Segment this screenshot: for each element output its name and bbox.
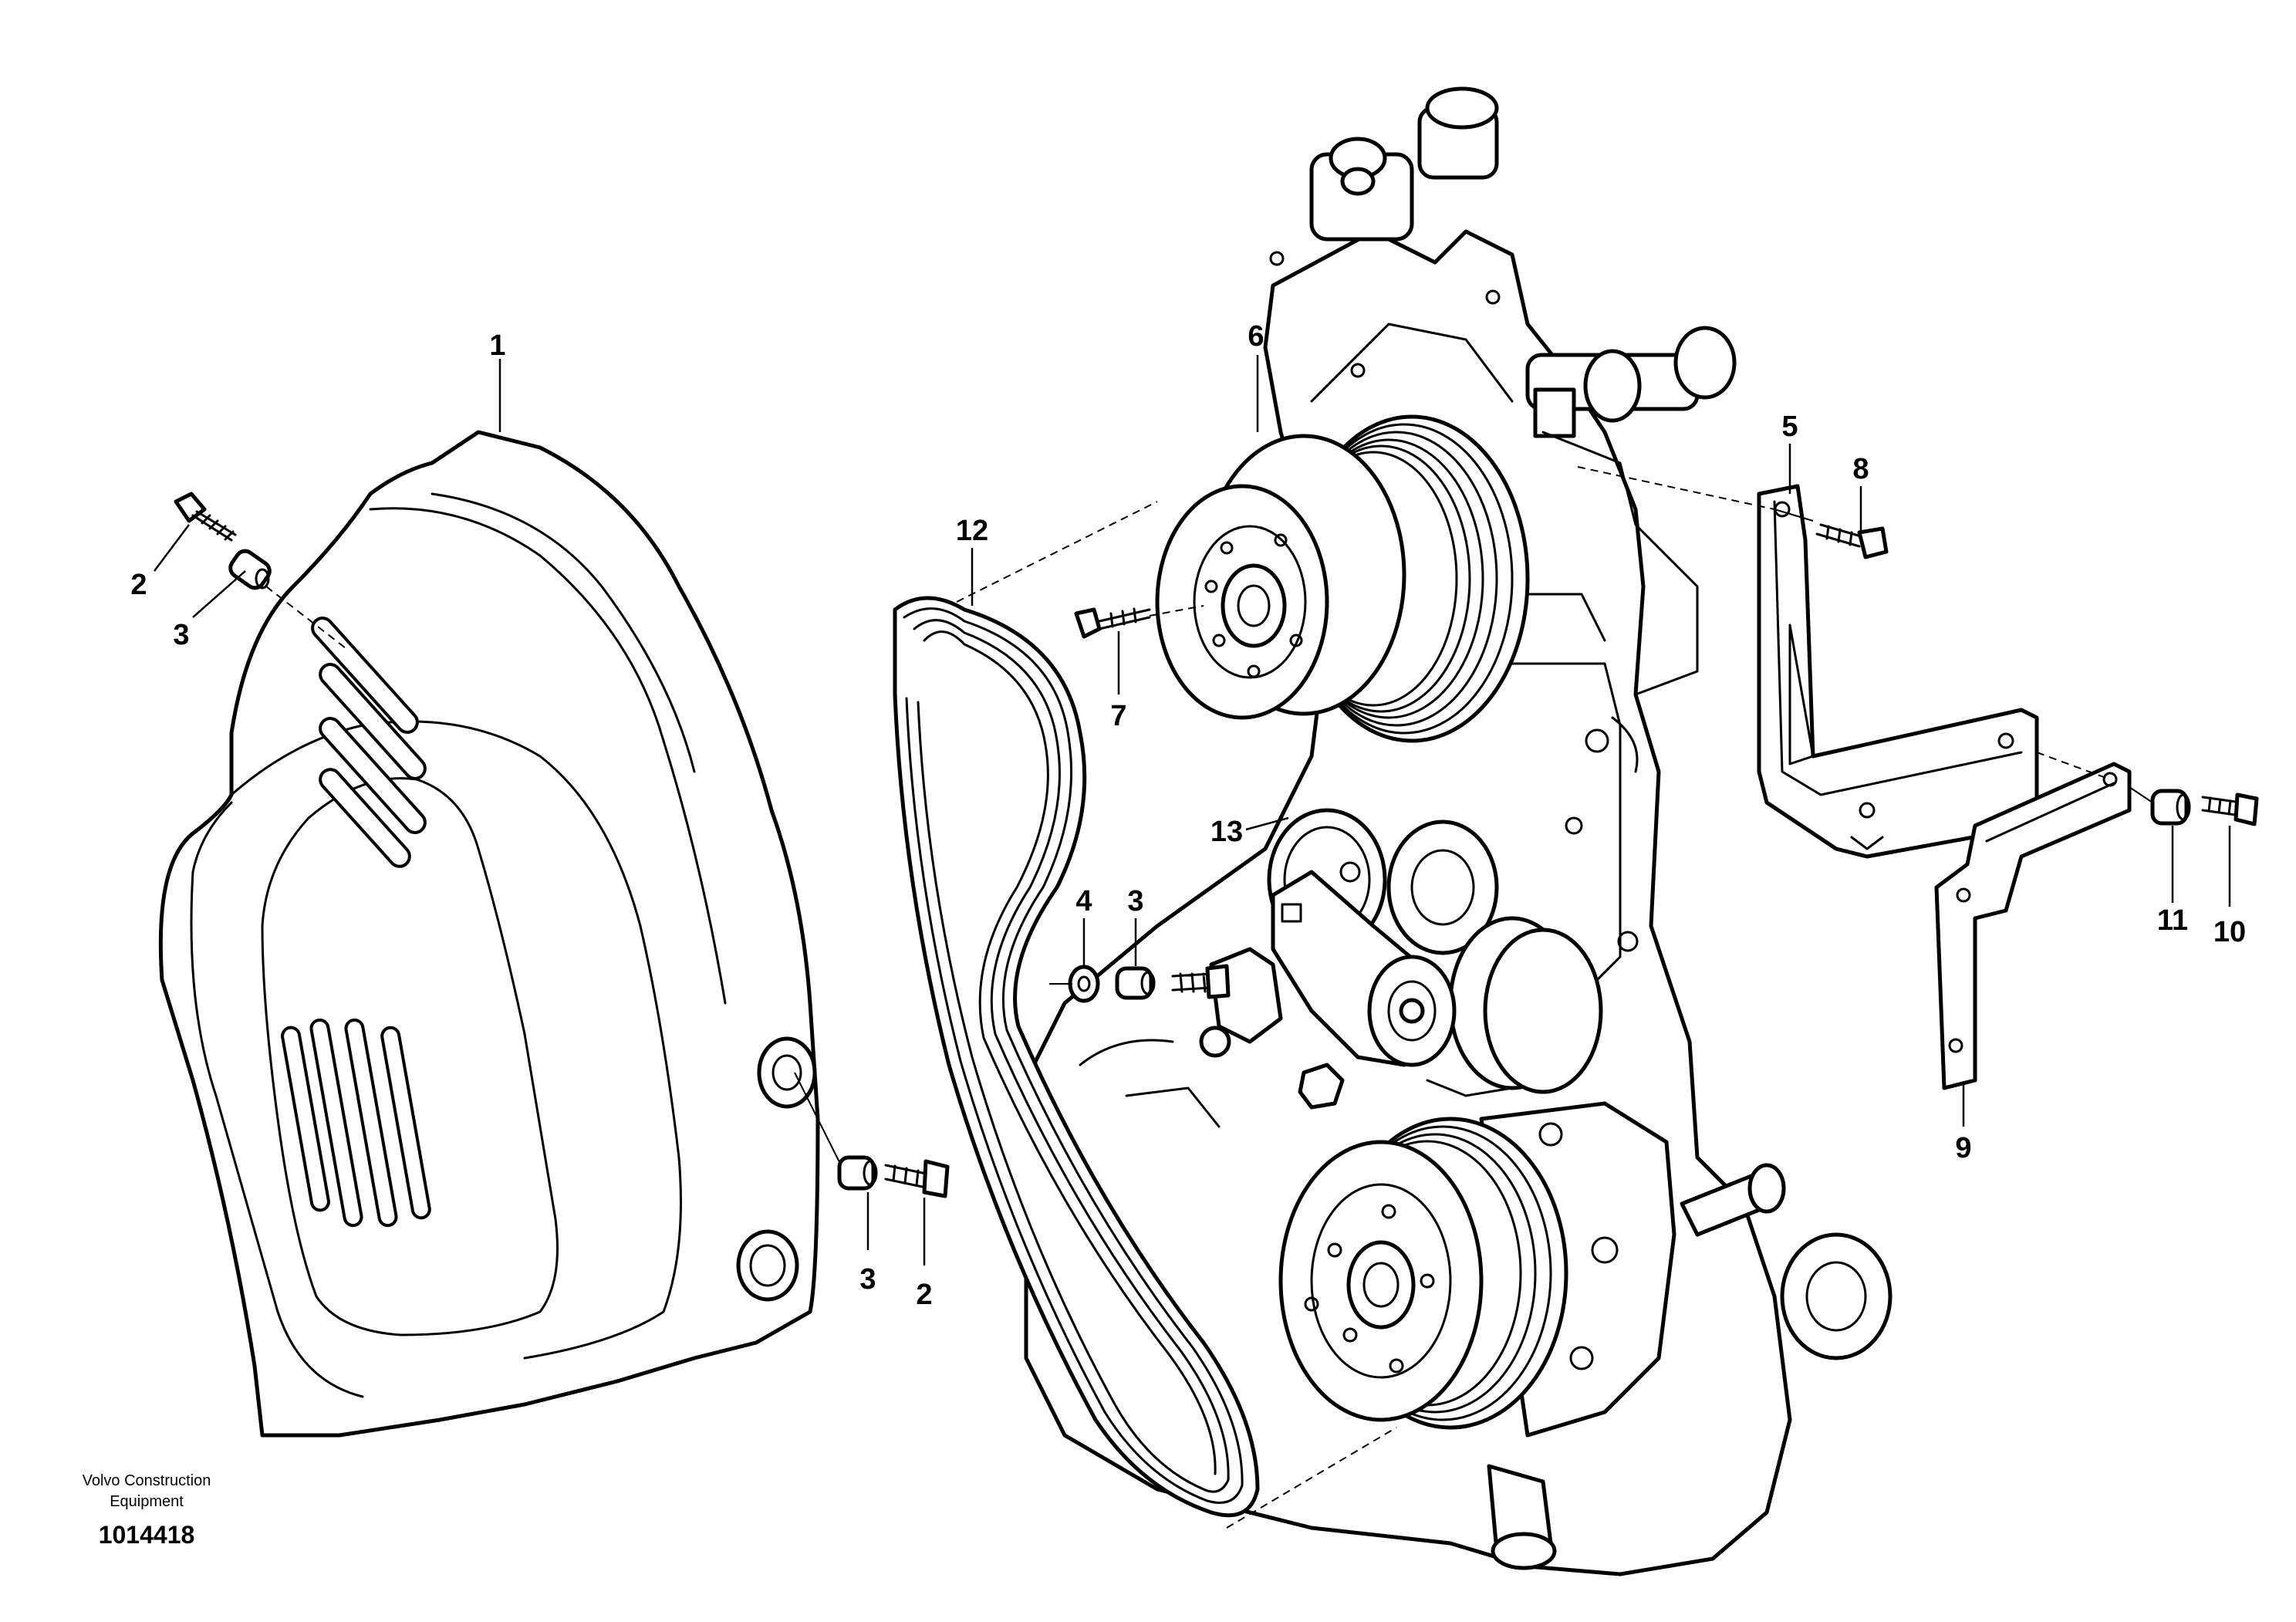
upper-bracket <box>1757 484 2039 859</box>
callout-2-lower: 2 <box>916 1279 932 1311</box>
callout-4: 4 <box>1075 885 1092 917</box>
callout-labels: 1 2 3 12 6 7 5 8 13 4 3 11 10 9 3 2 <box>130 320 2246 1311</box>
bolt-2-upper <box>174 492 237 542</box>
belt-guard-cover <box>158 430 820 1438</box>
credit-line-2: Equipment <box>110 1493 184 1510</box>
callout-8: 8 <box>1852 453 1869 485</box>
callout-13: 13 <box>1210 816 1243 848</box>
callout-11: 11 <box>2157 904 2188 937</box>
footer-credit: Volvo Construction Equipment 1014418 <box>83 1472 211 1549</box>
spacer-11 <box>2150 789 2191 826</box>
callout-9: 9 <box>1955 1132 1971 1164</box>
callout-1: 1 <box>489 329 505 362</box>
washer-4 <box>1068 965 1100 1003</box>
callout-6: 6 <box>1248 320 1264 353</box>
callout-3-lower: 3 <box>859 1263 876 1296</box>
spacer-3-upper <box>228 549 272 590</box>
leader-lines <box>154 355 2231 1265</box>
document-number: 1014418 <box>99 1521 195 1549</box>
spacer-3-lower <box>837 1155 878 1191</box>
callout-5: 5 <box>1781 411 1798 443</box>
assembly-lines <box>265 466 2153 1529</box>
bolt-2-lower <box>884 1159 950 1198</box>
bolt-8 <box>1815 523 1889 559</box>
bolt-mid <box>1171 964 1231 999</box>
credit-line-1: Volvo Construction <box>83 1472 211 1489</box>
callout-3-mid: 3 <box>1127 885 1143 917</box>
spacer-3-mid <box>1115 966 1156 1000</box>
callout-2-upper: 2 <box>130 569 147 601</box>
poly-v-belt <box>893 596 1260 1518</box>
callout-7: 7 <box>1110 700 1126 732</box>
callout-10: 10 <box>2213 916 2246 948</box>
lower-pulley <box>1278 1101 1676 1438</box>
fan-pulley <box>1155 414 1530 743</box>
bolt-7 <box>1074 607 1151 639</box>
callout-3-upper: 3 <box>173 619 189 651</box>
callout-12: 12 <box>956 515 988 547</box>
lower-bracket <box>1934 762 2132 1090</box>
bolt-10 <box>2201 792 2259 826</box>
